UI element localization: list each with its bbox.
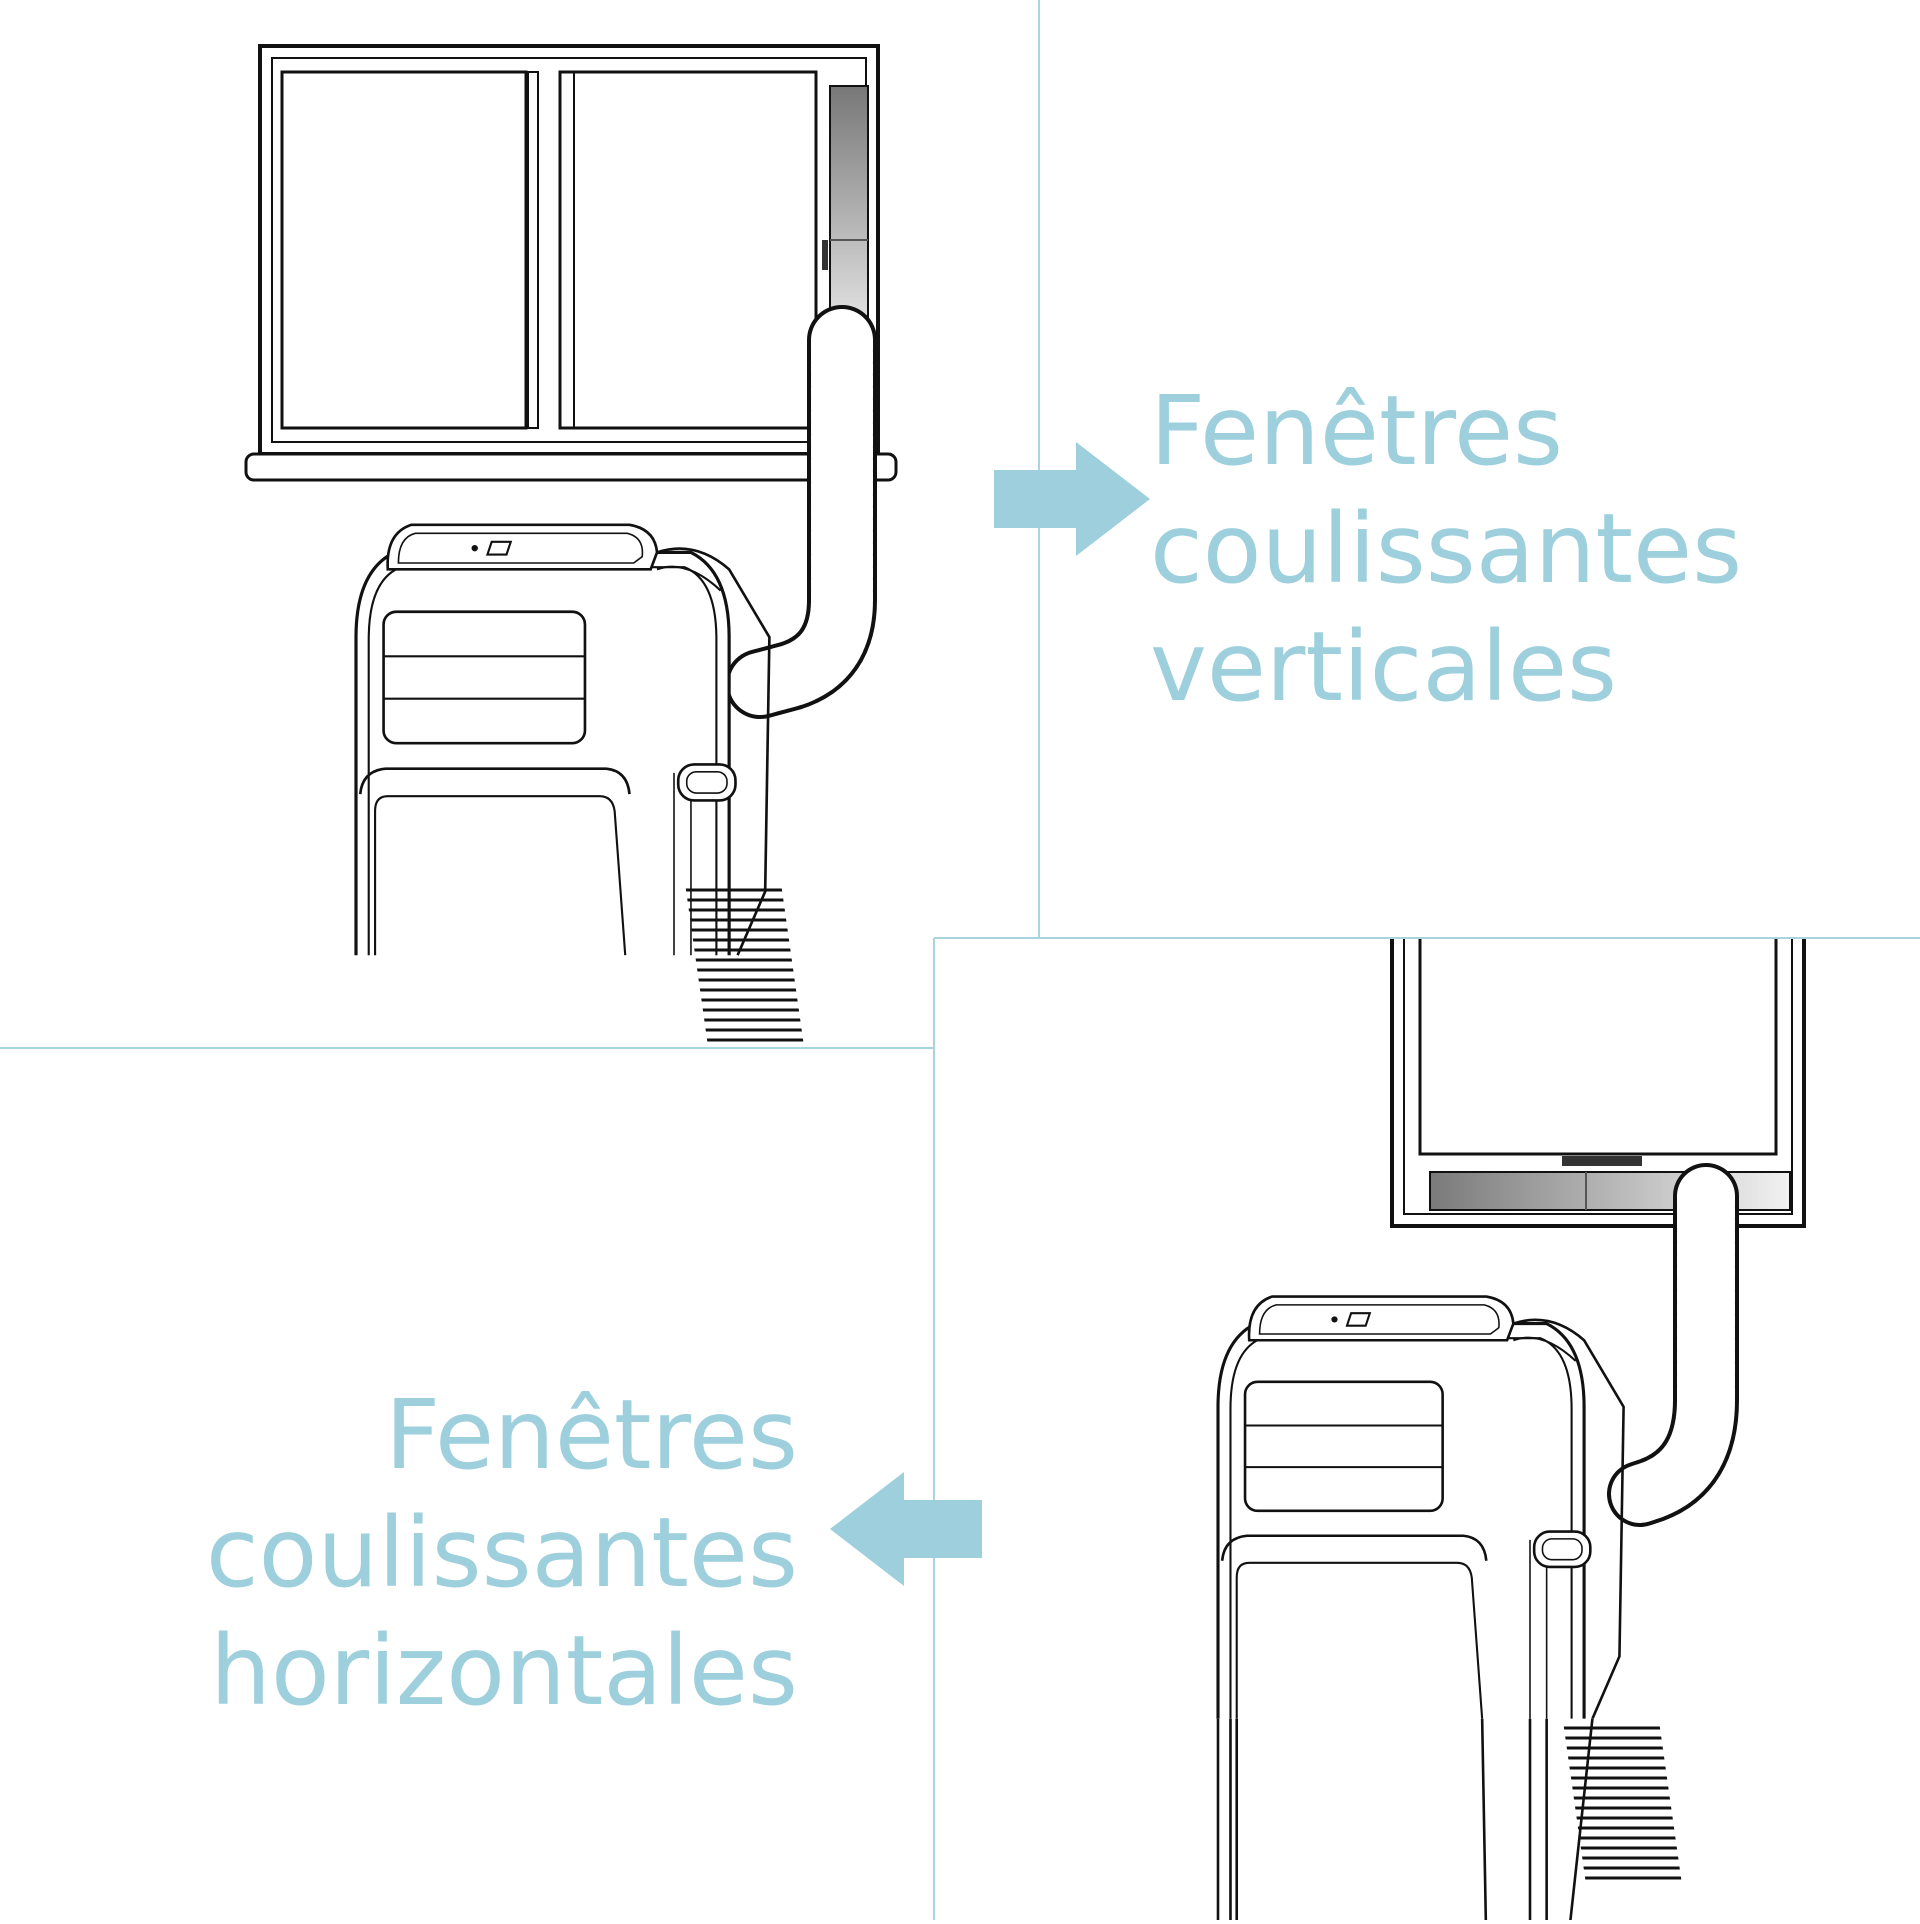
sliding-window-vertical bbox=[244, 44, 898, 482]
exhaust-hose-bottom bbox=[1607, 1163, 1739, 1527]
caption-horizontal-sliding-windows: Fenêtres coulissantes horizontales bbox=[206, 1376, 798, 1730]
arrow-right-icon bbox=[994, 442, 1150, 556]
caption-vertical-sliding-windows: Fenêtres coulissantes verticales bbox=[1150, 372, 1742, 726]
caption-line: verticales bbox=[1150, 611, 1618, 723]
sliding-window-horizontal bbox=[1390, 898, 1806, 1228]
caption-line: coulissantes bbox=[205, 1497, 798, 1609]
arrow-left-icon bbox=[830, 1472, 982, 1586]
caption-line: Fenêtres bbox=[384, 1379, 798, 1491]
caption-line: Fenêtres bbox=[1150, 375, 1564, 487]
caption-line: horizontales bbox=[210, 1615, 798, 1727]
bottom-right-panel bbox=[1216, 898, 1806, 1924]
top-left-panel bbox=[244, 44, 898, 1042]
exhaust-hose-top bbox=[725, 305, 877, 719]
portable-ac-unit-bottom bbox=[1216, 1295, 1626, 1924]
caption-line: coulissantes bbox=[1150, 493, 1743, 605]
